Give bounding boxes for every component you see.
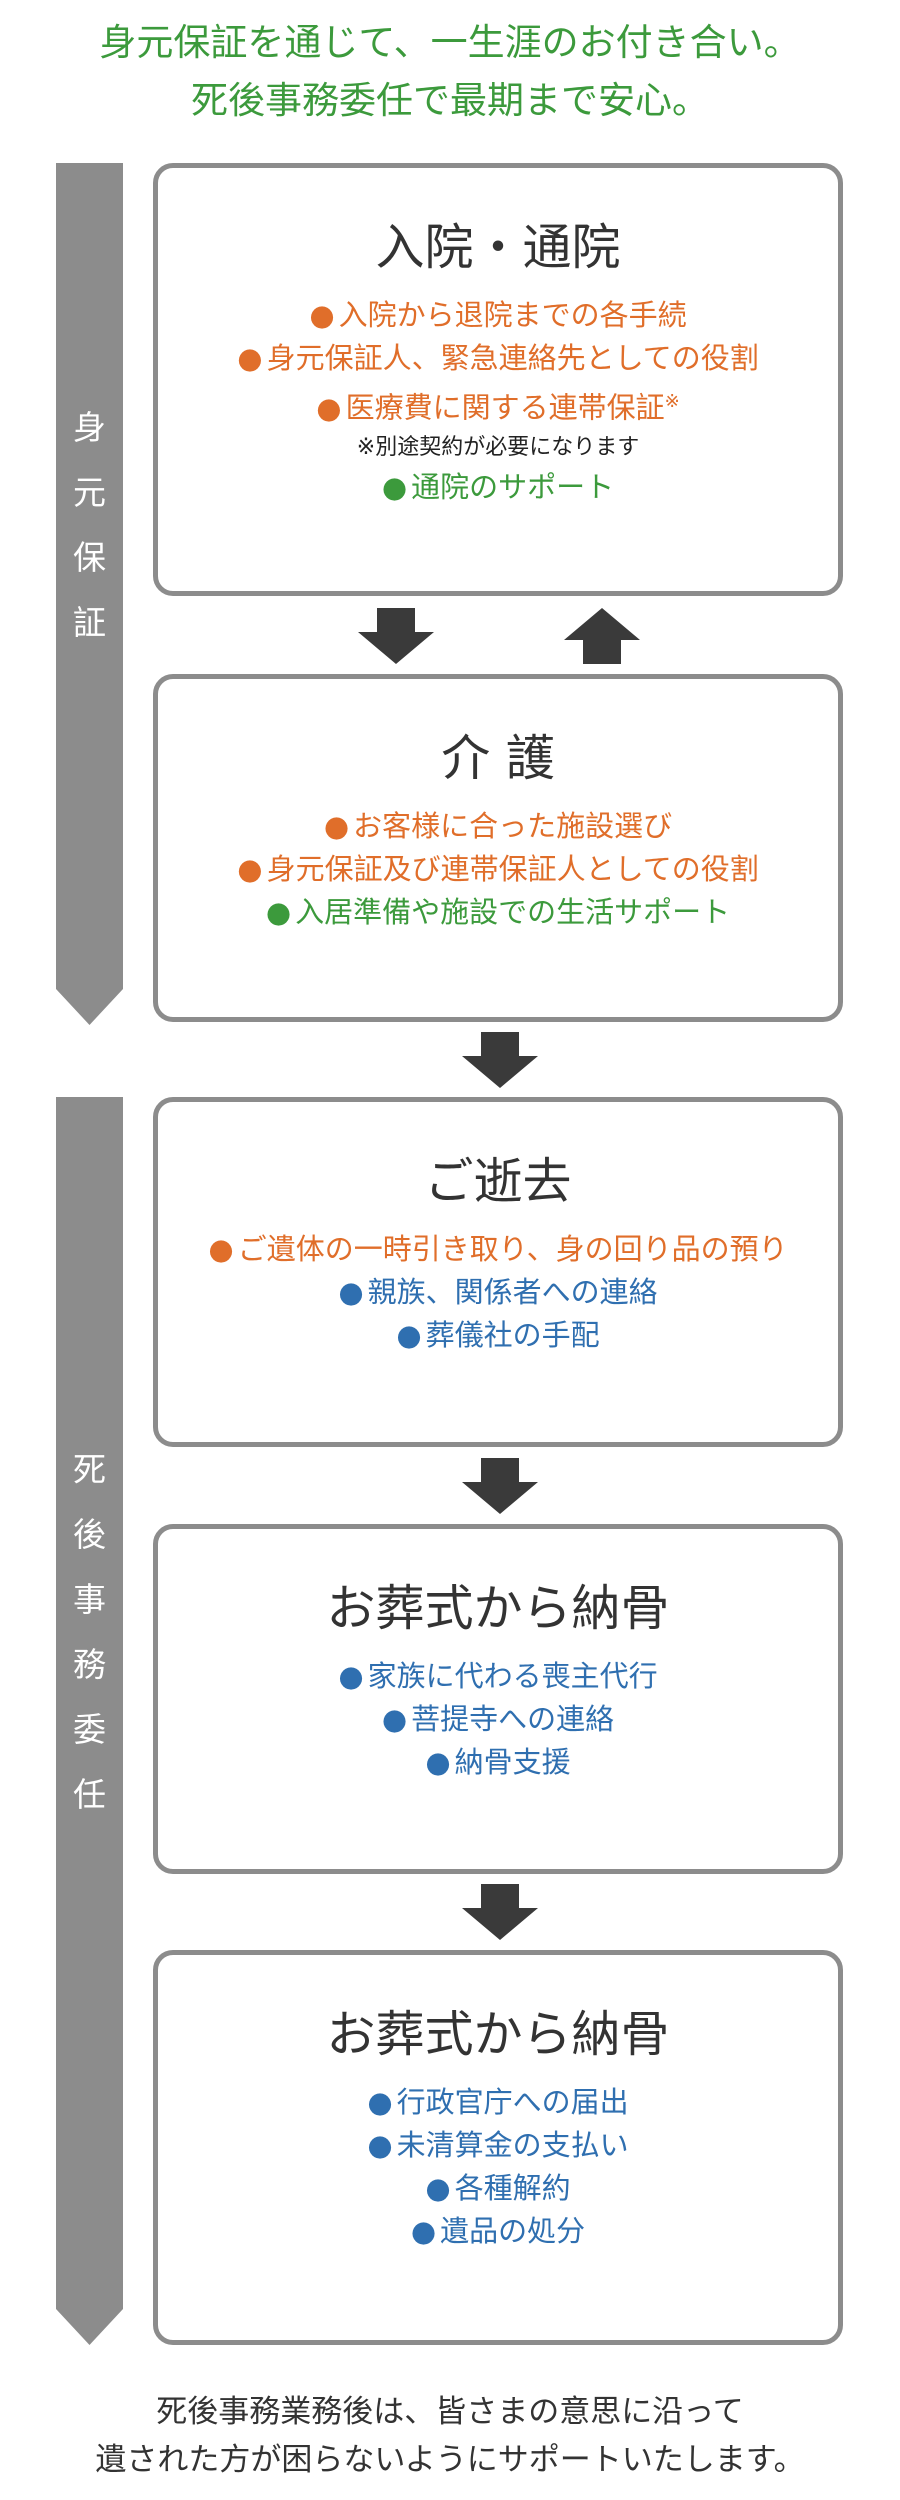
sidebar-mimoto-hosho: 身 元 保 証 [56, 163, 123, 1025]
list-item: ●遺品の処分 [158, 2210, 838, 2253]
list-item: ●お客様に合った施設選び [158, 805, 838, 848]
step-box-care: 介 護 ●お客様に合った施設選び ●身元保証及び連帯保証人としての役割 ●入居準… [153, 674, 843, 1022]
sidebar-arrow-shape [56, 163, 123, 1025]
list-item: ●納骨支援 [158, 1741, 838, 1784]
list-item: ●通院のサポート [158, 466, 838, 509]
bullet-icon: ● [265, 895, 292, 929]
step-box-passing: ご逝去 ●ご遺体の一時引き取り、身の回り品の預り ●親族、関係者への連絡 ●葬儀… [153, 1097, 843, 1447]
bullet-icon: ● [323, 809, 350, 843]
list-item: ●行政官庁への届出 [158, 2081, 838, 2124]
list-item: ●入居準備や施設での生活サポート [158, 891, 838, 934]
sidebar-char: 保 [73, 538, 106, 577]
list-item: ●各種解約 [158, 2167, 838, 2210]
list-item: ●葬儀社の手配 [158, 1314, 838, 1357]
sidebar-char: 身 [73, 408, 106, 447]
footer-line-2: 遺された方が困らないようにサポートいたします。 [95, 2442, 805, 2478]
bullet-icon: ● [367, 2128, 393, 2162]
step-box-hospital: 入院・通院 ●入院から退院までの各手続 ●身元保証人、緊急連絡先としての役割 ●… [153, 163, 843, 596]
bullet-icon: ● [425, 1745, 451, 1779]
bullet-icon: ● [381, 1702, 408, 1736]
bullet-icon: ● [237, 852, 263, 886]
step-title: ご逝去 [424, 1153, 572, 1210]
bullet-icon: ● [309, 298, 335, 332]
step-item-list: ●入院から退院までの各手続 ●身元保証人、緊急連絡先としての役割 ●医療費に関す… [158, 294, 838, 509]
sidebar-char: 務 [73, 1645, 106, 1684]
step-title: お葬式から納骨 [326, 2006, 670, 2063]
bullet-icon: ● [316, 390, 342, 425]
bullet-icon: ● [338, 1275, 364, 1309]
bullet-icon: ● [237, 341, 263, 375]
arrow-down-icon [462, 1032, 538, 1088]
sidebar-char: 元 [73, 473, 106, 512]
page-header: 身元保証を通じて、一生涯のお付き合い。 死後事務委任で最期まで安心。 [0, 14, 900, 130]
list-item: ●親族、関係者への連絡 [158, 1271, 838, 1314]
bullet-icon: ● [208, 1232, 234, 1266]
sidebar-char: 後 [73, 1515, 106, 1554]
sidebar-char: 死 [73, 1450, 106, 1489]
step-title: お葬式から納骨 [326, 1580, 670, 1637]
header-line-2: 死後事務委任で最期まで安心。 [191, 79, 709, 122]
list-item: ●身元保証及び連帯保証人としての役割 [158, 848, 838, 891]
list-item: ●未清算金の支払い [158, 2124, 838, 2167]
step-box-after-funeral: お葬式から納骨 ●行政官庁への届出 ●未清算金の支払い ●各種解約 ●遺品の処分 [153, 1950, 843, 2345]
sidebar-shigo-jimu-inin: 死 後 事 務 委 任 [56, 1097, 123, 2345]
step-title: 介 護 [441, 730, 555, 787]
arrow-down-icon [462, 1884, 538, 1940]
footer-line-1: 死後事務業務後は、皆さまの意思に沿って [156, 2394, 744, 2430]
arrow-up-icon [564, 608, 640, 664]
bullet-icon: ● [381, 469, 408, 504]
sidebar-char: 事 [73, 1580, 106, 1619]
bullet-icon: ● [425, 2171, 451, 2205]
sidebar-arrow-shape [56, 1097, 123, 2345]
step-item-list: ●ご遺体の一時引き取り、身の回り品の預り ●親族、関係者への連絡 ●葬儀社の手配 [158, 1228, 838, 1357]
sidebar-char: 委 [73, 1710, 106, 1749]
list-item: ●入院から退院までの各手続 [158, 294, 838, 337]
page-footer: 死後事務業務後は、皆さまの意思に沿って 遺された方が困らないようにサポートいたし… [0, 2388, 900, 2484]
bullet-icon: ● [410, 2214, 437, 2248]
sidebar-char: 証 [73, 603, 106, 642]
bullet-icon: ● [396, 1318, 422, 1352]
list-item: ●身元保証人、緊急連絡先としての役割 [158, 337, 838, 380]
step-item-list: ●家族に代わる喪主代行 ●菩提寺への連絡 ●納骨支援 [158, 1655, 838, 1784]
list-item: ●ご遺体の一時引き取り、身の回り品の預り [158, 1228, 838, 1271]
footnote: ※別途契約が必要になります [356, 434, 640, 460]
step-item-list: ●お客様に合った施設選び ●身元保証及び連帯保証人としての役割 ●入居準備や施設… [158, 805, 838, 934]
list-item: ●医療費に関する連帯保証※ [158, 380, 838, 430]
sidebar-char: 任 [73, 1775, 106, 1814]
step-item-list: ●行政官庁への届出 ●未清算金の支払い ●各種解約 ●遺品の処分 [158, 2081, 838, 2253]
bullet-icon: ● [338, 1659, 364, 1693]
step-title: 入院・通院 [375, 219, 621, 276]
bullet-icon: ● [367, 2085, 393, 2119]
step-box-funeral: お葬式から納骨 ●家族に代わる喪主代行 ●菩提寺への連絡 ●納骨支援 [153, 1524, 843, 1874]
header-line-1: 身元保証を通じて、一生涯のお付き合い。 [99, 21, 801, 64]
arrow-down-icon [462, 1458, 538, 1514]
sidebar-label: 身 元 保 証 [56, 395, 123, 655]
list-item: ●菩提寺への連絡 [158, 1698, 838, 1741]
arrow-down-icon [358, 608, 434, 664]
note-mark: ※ [664, 391, 680, 412]
sidebar-label: 死 後 事 務 委 任 [56, 1437, 123, 1827]
list-item: ●家族に代わる喪主代行 [158, 1655, 838, 1698]
